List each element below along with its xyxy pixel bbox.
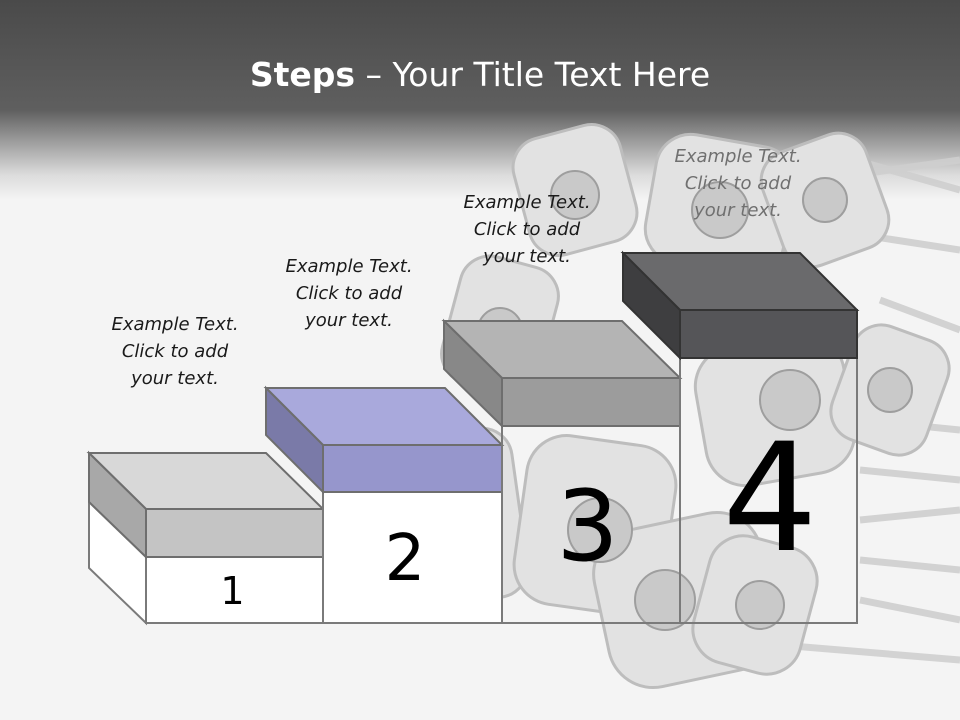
step-2-front — [322, 444, 503, 493]
step-1-caption[interactable]: Example Text. Click to add your text. — [111, 314, 239, 389]
step-4-number: 4 — [722, 412, 818, 586]
title-bar: Steps – Your Title Text Here — [0, 0, 960, 200]
step-3-number: 3 — [556, 470, 619, 584]
slide-title[interactable]: Steps – Your Title Text Here — [0, 52, 960, 98]
step-1-number: 1 — [220, 569, 245, 613]
step-3-caption[interactable]: Example Text. Click to add your text. — [463, 192, 591, 267]
step-2-caption[interactable]: Example Text. Click to add your text. — [285, 256, 413, 331]
step-4-caption[interactable]: Example Text. Click to add your text. — [674, 146, 802, 221]
title-rest: – Your Title Text Here — [355, 55, 711, 94]
step-4-front — [679, 309, 858, 359]
title-bold: Steps — [249, 55, 356, 94]
step-1-block[interactable] — [86, 450, 326, 626]
step-1-front — [145, 508, 324, 558]
step-2-number: 2 — [384, 522, 426, 596]
step-3-front — [501, 377, 681, 427]
step-2-block[interactable] — [263, 385, 505, 624]
step-3-block[interactable] — [441, 318, 683, 624]
step-4-block[interactable] — [620, 250, 860, 624]
